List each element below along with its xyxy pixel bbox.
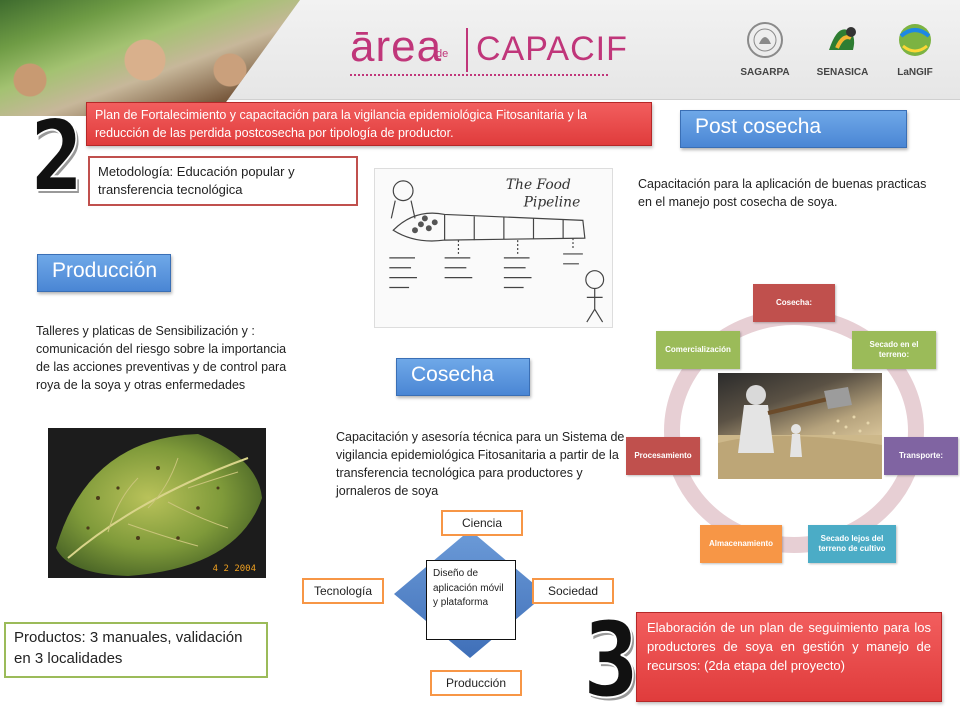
sketch-title-line1: The Food <box>506 177 571 193</box>
methodology-box: Metodología: Educación popular y transfe… <box>88 156 358 206</box>
senasica-emblem-icon <box>828 27 856 50</box>
produccion-text: Talleres y platicas de Sensibilización y… <box>36 324 287 393</box>
logo-de-word: de <box>436 48 449 60</box>
langif-name: LaNGIF <box>897 67 933 78</box>
post-cosecha-title: Post cosecha <box>680 110 907 148</box>
cosecha-title: Cosecha <box>396 358 530 396</box>
cycle-node-comercializacion: Comercialización <box>656 331 740 369</box>
plan-description-box: Plan de Fortalecimiento y capacitación p… <box>86 102 652 146</box>
post-cosecha-text: Capacitación para la aplicación de buena… <box>638 177 927 210</box>
products-box: Productos: 3 manuales, validación en 3 l… <box>4 622 268 678</box>
logo-area-word: ārea <box>350 22 443 71</box>
diamond-node-produccion: Producción <box>430 670 522 696</box>
sagarpa-logo: SAGARPA <box>725 20 805 82</box>
sagarpa-seal-icon <box>747 22 783 58</box>
produccion-title: Producción <box>37 254 171 292</box>
photo-date-stamp: 4 2 2004 <box>212 564 256 574</box>
cycle-node-transporte: Transporte: <box>884 437 958 475</box>
logo-separator <box>466 28 468 72</box>
senasica-name: SENASICA <box>816 67 869 78</box>
diamond-center-box: Diseño de aplicación móvil y plataforma <box>426 560 516 640</box>
logo-capacif-word: CAPACIF <box>476 30 628 68</box>
food-pipeline-sketch: The Food Pipeline <box>374 168 613 328</box>
second-stage-box: Elaboración de un plan de seguimiento pa… <box>636 612 942 702</box>
diamond-node-sociedad: Sociedad <box>532 578 614 604</box>
cosecha-text: Capacitación y asesoría técnica para un … <box>336 430 625 499</box>
langif-logo: LaNGIF <box>880 20 950 82</box>
cycle-node-cosecha: Cosecha: <box>753 284 835 322</box>
cycle-node-secado-terreno: Secado en el terreno: <box>852 331 936 369</box>
area-capacif-logo: ārea de CAPACIF <box>350 22 627 78</box>
langif-globe-icon <box>899 24 931 56</box>
soybean-leaf-photo: 4 2 2004 <box>48 428 266 578</box>
cycle-node-secado-lejos: Secado lejos del terreno de cultivo <box>808 525 896 563</box>
sketch-title-line2: Pipeline <box>523 195 581 211</box>
leaf-illustration <box>48 428 266 578</box>
step-number-2: 2 <box>29 100 84 214</box>
harvest-worker-photo <box>718 373 882 479</box>
diamond-node-ciencia: Ciencia <box>441 510 523 536</box>
diamond-node-tecnologia: Tecnología <box>302 578 384 604</box>
cycle-node-almacenamiento: Almacenamiento <box>700 525 782 563</box>
cycle-node-procesamiento: Procesamiento <box>626 437 700 475</box>
logo-dotted-underline <box>350 74 608 76</box>
harvest-worker-illustration <box>718 385 882 479</box>
senasica-logo: SENASICA <box>815 20 870 82</box>
sagarpa-name: SAGARPA <box>740 67 790 78</box>
step-number-3: 3 <box>582 599 640 720</box>
